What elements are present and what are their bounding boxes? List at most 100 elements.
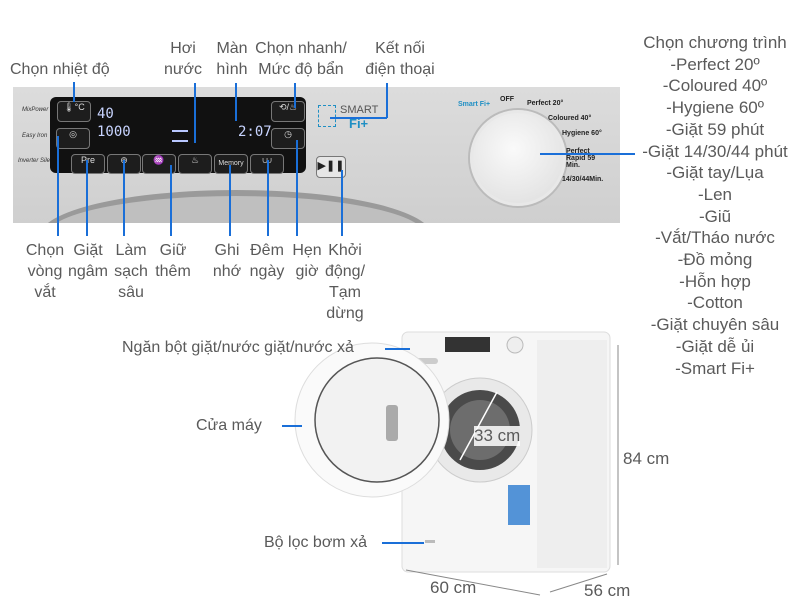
width-arrow bbox=[405, 569, 541, 596]
label-door: Cửa máy bbox=[196, 417, 262, 434]
label-line: Khởi bbox=[328, 242, 362, 259]
label-spin: Chọn vòng vắt bbox=[22, 240, 68, 303]
spin-icon: ◎ bbox=[69, 129, 77, 139]
program-item: -Hygiene 60º bbox=[666, 98, 764, 118]
callout-line bbox=[170, 165, 172, 236]
spin-readout: 1000 bbox=[97, 124, 131, 140]
program-item: -Cotton bbox=[687, 293, 743, 313]
depth-dimension: 56 cm bbox=[584, 581, 631, 600]
inverter-label: Inverter Silent + bbox=[18, 158, 61, 164]
dial-label: Perfect Rapid 59 Min. bbox=[566, 148, 596, 169]
label-line: sâu bbox=[118, 284, 144, 301]
program-item: -Coloured 40º bbox=[662, 76, 768, 96]
thermometer-icon: 🌡°C bbox=[63, 102, 85, 112]
label-line: dừng bbox=[326, 305, 364, 322]
label-line: giờ bbox=[295, 263, 319, 280]
callout-line bbox=[57, 136, 59, 236]
nfc-icon bbox=[318, 105, 336, 127]
program-item: -Vắt/Tháo nước bbox=[655, 228, 775, 248]
label-pump-filter: Bộ lọc bơm xả bbox=[264, 534, 367, 551]
depth-arrow bbox=[549, 573, 608, 593]
dial-label: Hygiene 60° bbox=[562, 130, 602, 137]
program-item: -Smart Fi+ bbox=[675, 358, 755, 378]
door-diameter: 33 cm bbox=[474, 426, 521, 446]
label-deep-clean: Làm sạch sâu bbox=[110, 240, 152, 303]
energy-label bbox=[508, 485, 530, 525]
easy-iron-label: Easy Iron bbox=[22, 133, 48, 139]
program-item: -Len bbox=[697, 184, 733, 204]
extra-rinse-button[interactable]: ♒ bbox=[142, 154, 176, 174]
program-list-title: Chọn chương trình bbox=[643, 33, 787, 52]
label-line: Chọn bbox=[25, 242, 65, 259]
label-line: hình bbox=[216, 61, 248, 78]
label-line: Giặt bbox=[73, 242, 103, 259]
label-line: Đêm bbox=[250, 242, 284, 259]
program-item: -Giặt chuyên sâu bbox=[650, 315, 780, 335]
callout-line bbox=[385, 348, 410, 350]
callout-line bbox=[341, 170, 343, 236]
label-line: nhớ bbox=[212, 263, 242, 280]
steam-button[interactable]: ♨ bbox=[178, 154, 212, 174]
door-hinge bbox=[386, 405, 398, 441]
callout-line bbox=[73, 82, 75, 102]
label-line: Hơi bbox=[170, 40, 196, 57]
label-quick-select: Chọn nhanh/Mức độ bẩn bbox=[250, 38, 352, 80]
quick-select-button[interactable]: ⟲/♨ bbox=[271, 101, 305, 122]
label-line: Kết nối bbox=[375, 40, 425, 57]
label-line: Chọn nhanh/ bbox=[255, 40, 347, 57]
temp-readout: 40 bbox=[97, 106, 114, 122]
fi-text: Fi+ bbox=[349, 116, 369, 131]
dial-label: Perfect 20° bbox=[527, 100, 564, 107]
label-line: điện thoại bbox=[365, 61, 435, 78]
memory-label: Memory bbox=[218, 160, 244, 167]
label-line: Màn bbox=[216, 40, 248, 57]
label-line: Làm bbox=[115, 242, 147, 259]
height-dimension: 84 cm bbox=[623, 449, 670, 468]
label-line: Hẹn bbox=[292, 242, 322, 259]
dial-label: OFF bbox=[500, 96, 514, 103]
label-line: động/ bbox=[324, 263, 366, 280]
program-dial[interactable] bbox=[470, 110, 566, 206]
label-screen: Màn hình bbox=[212, 38, 252, 80]
dial-label: Coloured 40° bbox=[548, 115, 592, 122]
label-line: sạch bbox=[114, 263, 148, 280]
dial-label: 14/30/44Min. bbox=[562, 176, 604, 183]
label-line: nước bbox=[163, 61, 203, 78]
program-item: -Giặt tay/Lụa bbox=[666, 163, 764, 183]
label-line: ngâm bbox=[67, 263, 109, 280]
program-item: -Giặt 59 phút bbox=[665, 119, 765, 139]
label-line: vắt bbox=[34, 284, 56, 301]
spin-button[interactable]: ◎ bbox=[56, 128, 90, 149]
start-pause-button[interactable]: ▶❚❚ bbox=[316, 156, 346, 178]
callout-line bbox=[330, 117, 387, 119]
callout-line bbox=[294, 83, 296, 108]
mini-dial bbox=[506, 336, 524, 354]
prewash-button[interactable]: Pre bbox=[71, 154, 105, 174]
time-readout: 2:07 bbox=[238, 124, 272, 140]
program-item: -Đồ mỏng bbox=[677, 250, 753, 270]
program-item: -Giặt 14/30/44 phút bbox=[642, 141, 788, 161]
label-phone-connect: Kết nối điện thoại bbox=[360, 38, 440, 80]
door-glass bbox=[314, 357, 440, 483]
clock-icon: ◷ bbox=[284, 129, 292, 139]
callout-line bbox=[229, 165, 231, 236]
callout-line bbox=[382, 542, 424, 544]
callout-line bbox=[540, 153, 635, 155]
machine-side bbox=[537, 340, 607, 568]
drum-level-icon bbox=[172, 130, 188, 142]
label-prewash: Giặt ngâm bbox=[66, 240, 110, 282]
callout-line bbox=[386, 83, 388, 118]
program-item: -Perfect 20º bbox=[670, 54, 760, 74]
label-steam: Hơi nước bbox=[160, 38, 206, 80]
label-line: vòng bbox=[27, 263, 63, 280]
memory-button[interactable]: Memory bbox=[214, 154, 248, 174]
label-line: thêm bbox=[155, 263, 191, 280]
program-item: -Giũ bbox=[698, 206, 732, 226]
label-line: Giữ bbox=[159, 242, 187, 259]
callout-line bbox=[123, 160, 125, 236]
